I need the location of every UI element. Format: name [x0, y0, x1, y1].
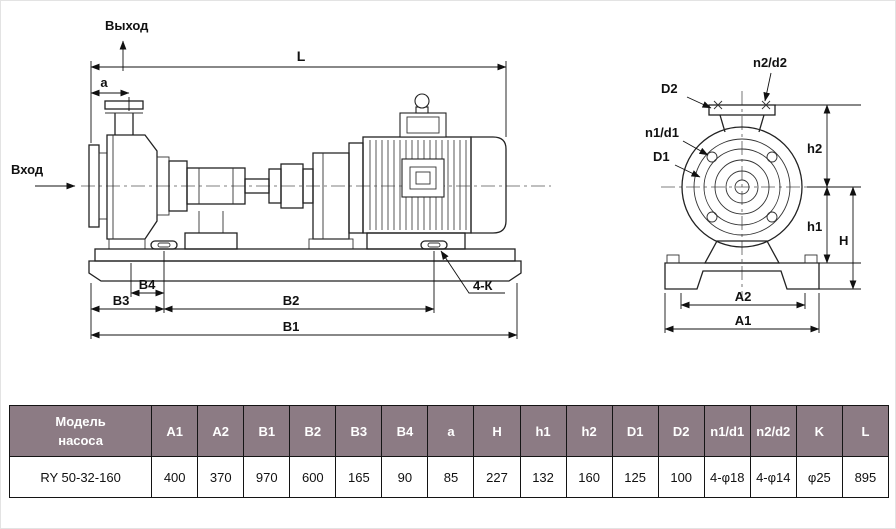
- end-view-width-dimensions: A2 A1: [664, 289, 820, 333]
- anchor-bolt-leader: [440, 250, 505, 294]
- col-header-h: H: [473, 405, 521, 457]
- flange-hole-mark: [713, 100, 723, 110]
- cell-a1: 400: [151, 456, 199, 498]
- inlet-flow-label: Вход: [11, 162, 44, 177]
- dim-label-n2-d2: n2/d2: [753, 55, 787, 70]
- col-header-l: L: [841, 405, 890, 457]
- dim-label-D2: D2: [661, 81, 678, 96]
- cell-a2: 370: [197, 456, 245, 498]
- cell-l: 895: [841, 456, 890, 498]
- cell-b2: 600: [289, 456, 337, 498]
- cell-b4: 90: [381, 456, 429, 498]
- discharge-flange-end-view: [708, 100, 776, 133]
- flange-hole-mark: [761, 100, 771, 110]
- cell-h2: 160: [565, 456, 613, 498]
- dim-label-H: H: [839, 233, 848, 248]
- col-header-a: a: [427, 405, 475, 457]
- dim-label-h2: h2: [807, 141, 822, 156]
- anchor-bolt-callout-label: 4-К: [473, 278, 493, 293]
- side-view-top-dimensions: L a: [90, 48, 507, 143]
- pump-foot: [108, 238, 146, 250]
- fan-cowl: [470, 136, 507, 234]
- cell-h: 227: [473, 456, 521, 498]
- table-header-row: Модель насоса A1 A2 B1 B2 B3 B4 a H h1 h…: [8, 405, 890, 457]
- bolt-hole: [766, 211, 778, 223]
- motor-feet: [366, 232, 466, 250]
- pump-support: [664, 240, 820, 290]
- col-header-a1: A1: [151, 405, 199, 457]
- col-header-b4: B4: [381, 405, 429, 457]
- baseplate: [88, 240, 522, 282]
- dim-label-h1: h1: [807, 219, 822, 234]
- anchor-slot-left: [150, 240, 178, 250]
- bolt-hole: [766, 151, 778, 163]
- cell-b1: 970: [243, 456, 291, 498]
- col-header-b2: B2: [289, 405, 337, 457]
- col-header-d2: D2: [657, 405, 705, 457]
- bolt-hole: [706, 151, 718, 163]
- motor-bracket: [308, 152, 354, 250]
- bearing-support-foot: [184, 232, 238, 250]
- dim-label-B4: B4: [139, 277, 156, 292]
- anchor-slot-right: [420, 240, 448, 250]
- cell-n1d1: 4-φ18: [703, 456, 751, 498]
- col-header-h2: h2: [565, 405, 613, 457]
- pump-spec-table: Модель насоса A1 A2 B1 B2 B3 B4 a H h1 h…: [8, 405, 890, 498]
- cell-d2: 100: [657, 456, 705, 498]
- cell-k: φ25: [795, 456, 843, 498]
- side-view: Выход Вход: [11, 18, 551, 339]
- col-header-n2d2: n2/d2: [749, 405, 797, 457]
- col-header-a2: A2: [197, 405, 245, 457]
- volute-casing: [681, 126, 803, 248]
- dim-label-B1: B1: [283, 319, 300, 334]
- dim-label-B2: B2: [283, 293, 300, 308]
- col-header-h1: h1: [519, 405, 567, 457]
- dim-label-A2: A2: [735, 289, 752, 304]
- col-header-k: K: [795, 405, 843, 457]
- cell-model: RY 50-32-160: [8, 456, 153, 498]
- cell-h1: 132: [519, 456, 567, 498]
- dim-label-A1: A1: [735, 313, 752, 328]
- outlet-flow-label: Выход: [105, 18, 149, 33]
- bearing-frame: [168, 160, 270, 250]
- cell-d1: 125: [611, 456, 659, 498]
- side-view-bottom-dimensions: B4 B3 B2 B1: [90, 251, 518, 339]
- bolt-hole: [706, 211, 718, 223]
- dim-label-D1: D1: [653, 149, 670, 164]
- end-view: D2 n2/d2 n1/d1 D1 h2 h1 H: [645, 55, 861, 333]
- motor-nameplate: [401, 158, 445, 198]
- cell-a: 85: [427, 456, 475, 498]
- dim-label-B3: B3: [113, 293, 130, 308]
- end-view-height-dimensions: h2 h1 H: [775, 104, 861, 290]
- dim-label-a: a: [100, 75, 108, 90]
- col-header-b1: B1: [243, 405, 291, 457]
- motor: [348, 93, 507, 250]
- motor-end-bell: [348, 142, 364, 234]
- end-view-callouts: D2 n2/d2 n1/d1 D1: [645, 55, 787, 178]
- dim-label-L: L: [297, 48, 306, 64]
- lifting-eyebolt: [414, 93, 430, 109]
- pump-casing: [88, 100, 170, 250]
- discharge-flange: [104, 100, 144, 110]
- col-header-model: Модель насоса: [8, 405, 153, 457]
- pump-dimension-drawing: Выход Вход: [11, 18, 861, 339]
- col-header-d1: D1: [611, 405, 659, 457]
- col-header-b3: B3: [335, 405, 383, 457]
- cell-b3: 165: [335, 456, 383, 498]
- col-header-n1d1: n1/d1: [703, 405, 751, 457]
- table-row: RY 50-32-160 400 370 970 600 165 90 85 2…: [8, 456, 890, 498]
- dim-label-n1-d1: n1/d1: [645, 125, 679, 140]
- cell-n2d2: 4-φ14: [749, 456, 797, 498]
